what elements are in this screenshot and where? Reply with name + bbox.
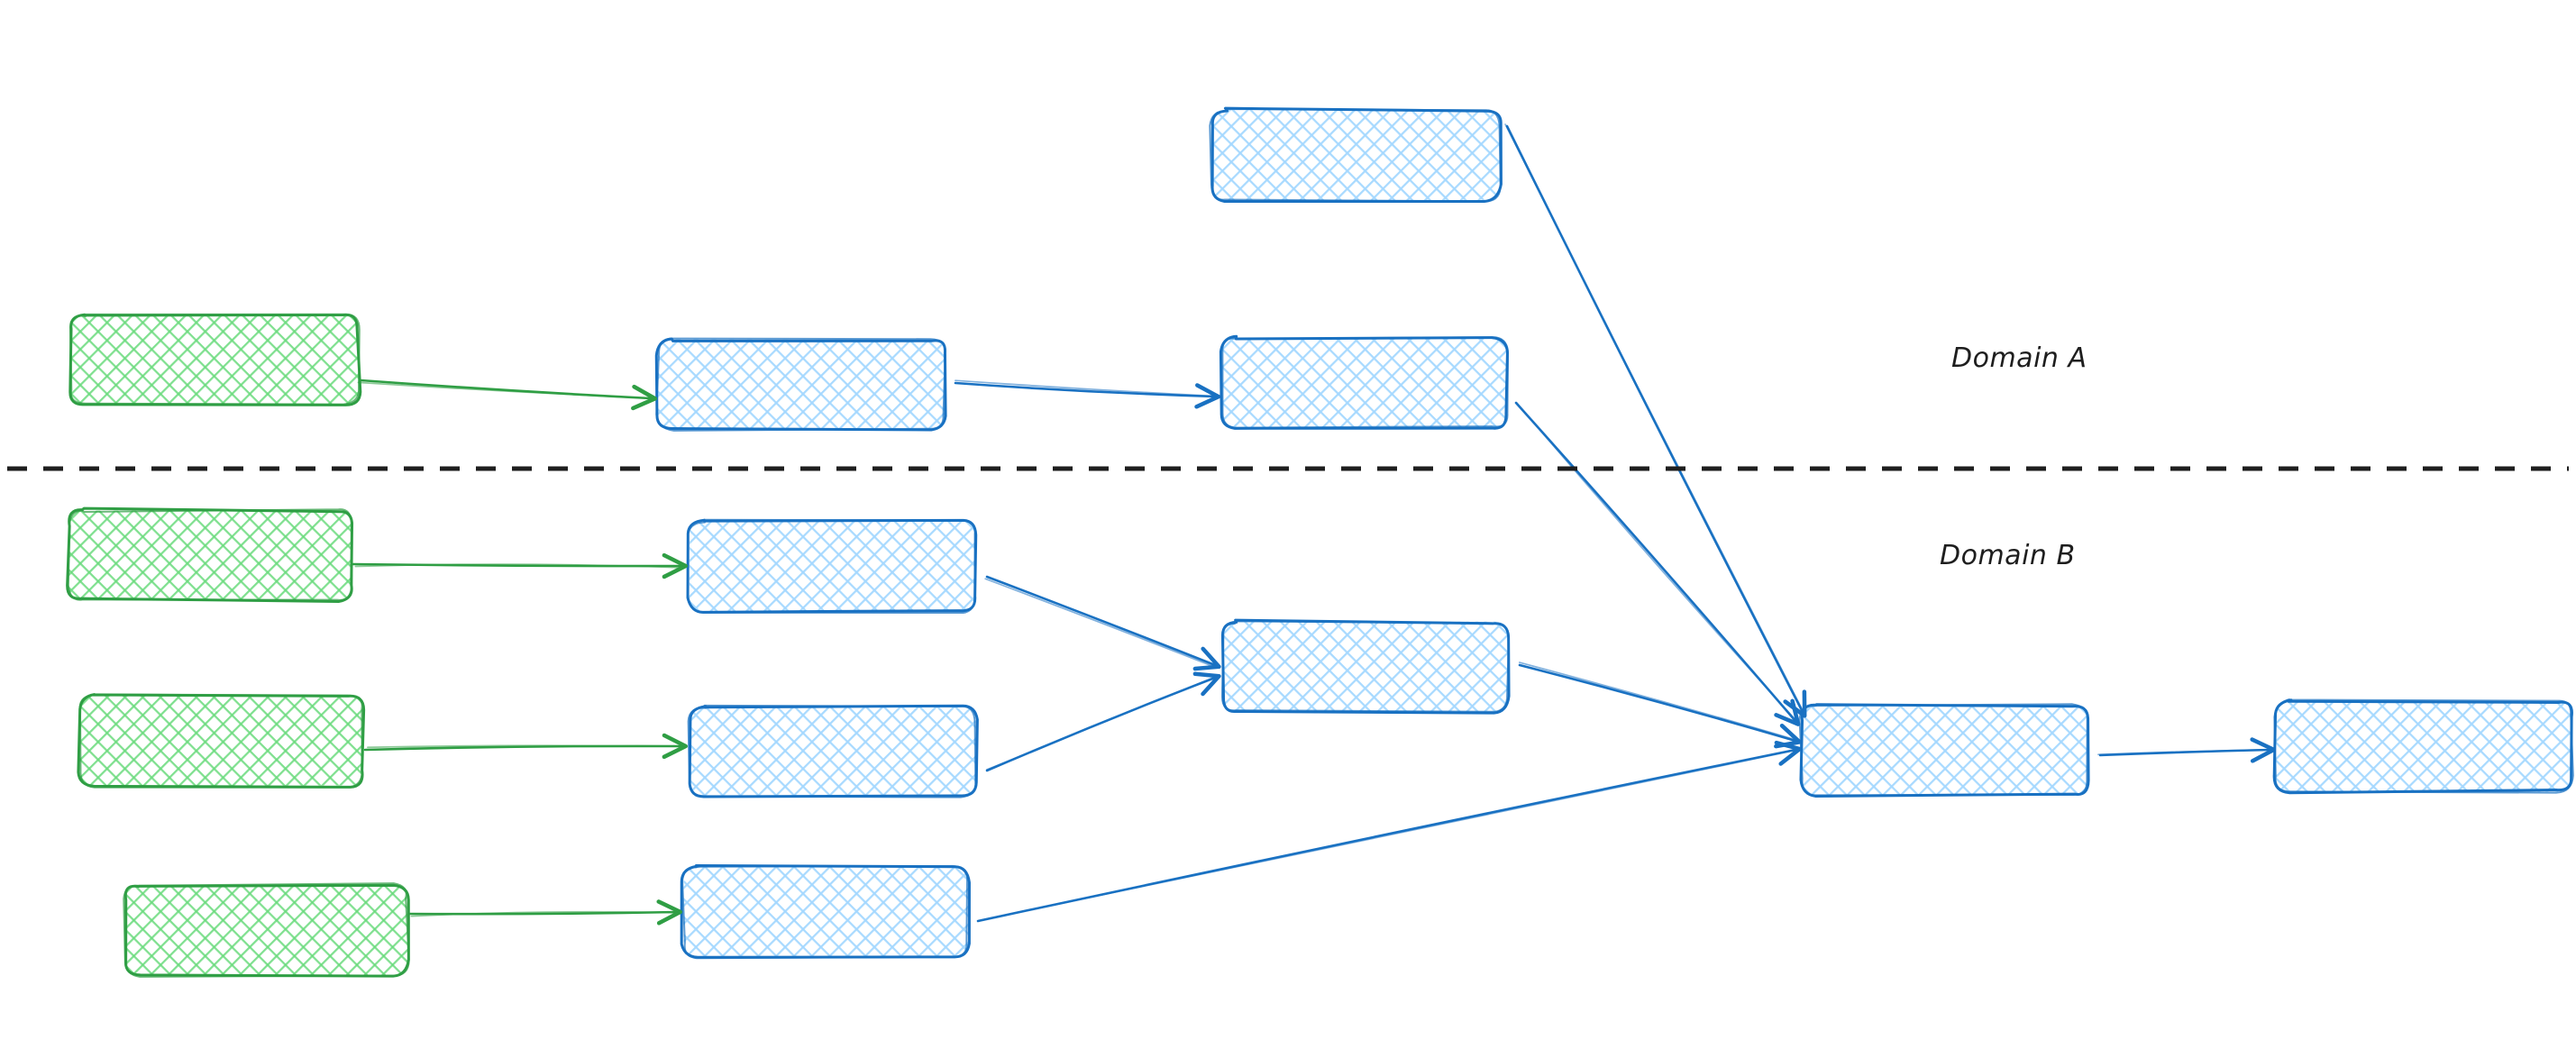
node-fill bbox=[68, 510, 353, 600]
edge-line bbox=[359, 379, 658, 411]
node-fill bbox=[123, 884, 408, 976]
edge-a-top-1-to-b-sink-1[interactable] bbox=[1504, 123, 1807, 718]
node-fill bbox=[78, 695, 363, 787]
edge-line bbox=[954, 381, 1221, 409]
edge-line bbox=[985, 671, 1221, 772]
node-fill bbox=[689, 521, 976, 612]
node-b-mid-1[interactable] bbox=[686, 518, 978, 614]
node-outline bbox=[1220, 620, 1510, 713]
node-fill bbox=[1221, 621, 1509, 713]
edge-line bbox=[985, 575, 1221, 671]
edge-line bbox=[363, 733, 689, 760]
edge-ghost-stroke bbox=[955, 379, 1215, 397]
node-b-agg-1[interactable] bbox=[1220, 618, 1511, 715]
node-a-top-1[interactable] bbox=[1209, 106, 1503, 203]
node-outline bbox=[655, 337, 946, 432]
edge-b-mid-3-to-b-sink-1[interactable] bbox=[976, 740, 1802, 923]
node-outline bbox=[1210, 106, 1503, 203]
node-outline bbox=[67, 508, 353, 601]
domain-a-label: Domain A bbox=[1951, 342, 2087, 374]
node-outline bbox=[69, 313, 361, 406]
edge-line bbox=[1505, 124, 1807, 718]
domain-b-label: Domain B bbox=[1940, 540, 2076, 571]
node-b-mid-2[interactable] bbox=[687, 704, 979, 798]
edge-line bbox=[976, 740, 1802, 923]
edge-b-src-2-to-b-mid-2[interactable] bbox=[363, 733, 689, 760]
node-b-src-3[interactable] bbox=[123, 882, 410, 978]
node-b-out-1[interactable] bbox=[2272, 698, 2574, 795]
edge-line bbox=[1514, 401, 1801, 726]
node-fill bbox=[658, 339, 945, 431]
edge-line bbox=[352, 552, 689, 579]
node-outline bbox=[78, 693, 363, 789]
node-fill bbox=[2274, 701, 2573, 792]
edge-b-mid-2-to-b-agg-1[interactable] bbox=[985, 671, 1221, 772]
node-fill bbox=[69, 315, 360, 405]
node-fill bbox=[683, 866, 969, 957]
node-a-right-1[interactable] bbox=[1219, 334, 1510, 430]
node-outline bbox=[2273, 698, 2574, 794]
edge-a-right-1-to-b-sink-1[interactable] bbox=[1514, 401, 1801, 726]
edge-b-src-3-to-b-mid-3[interactable] bbox=[408, 899, 683, 926]
node-outline bbox=[123, 882, 410, 978]
node-b-sink-1[interactable] bbox=[1798, 703, 2090, 798]
node-b-mid-3[interactable] bbox=[680, 863, 971, 960]
edges-layer bbox=[352, 123, 2277, 926]
edge-b-mid-1-to-b-agg-1[interactable] bbox=[984, 575, 1221, 671]
node-outline bbox=[681, 864, 969, 960]
edge-line bbox=[1518, 663, 1802, 749]
node-fill bbox=[1800, 704, 2087, 796]
edge-a-src-1-to-a-mid-1[interactable] bbox=[357, 379, 658, 411]
edge-ghost-stroke bbox=[984, 578, 1215, 668]
edge-b-sink-1-to-b-out-1[interactable] bbox=[2097, 737, 2277, 763]
node-b-src-2[interactable] bbox=[77, 693, 366, 789]
edge-a-mid-1-to-a-right-1[interactable] bbox=[954, 379, 1221, 409]
nodes-layer bbox=[66, 106, 2574, 978]
node-fill bbox=[1220, 337, 1508, 428]
node-outline bbox=[687, 518, 976, 614]
edge-b-src-1-to-b-mid-1[interactable] bbox=[352, 552, 689, 579]
node-a-mid-1[interactable] bbox=[654, 337, 947, 432]
edge-line bbox=[408, 899, 683, 926]
node-a-src-1[interactable] bbox=[69, 313, 362, 406]
node-outline bbox=[1221, 336, 1510, 429]
edge-b-agg-1-to-b-sink-1[interactable] bbox=[1518, 661, 1802, 749]
node-outline bbox=[1209, 108, 1502, 203]
node-fill bbox=[1210, 109, 1501, 201]
edge-line bbox=[2098, 737, 2277, 763]
node-outline bbox=[687, 704, 977, 798]
node-fill bbox=[689, 706, 976, 798]
node-b-src-1[interactable] bbox=[66, 506, 354, 603]
